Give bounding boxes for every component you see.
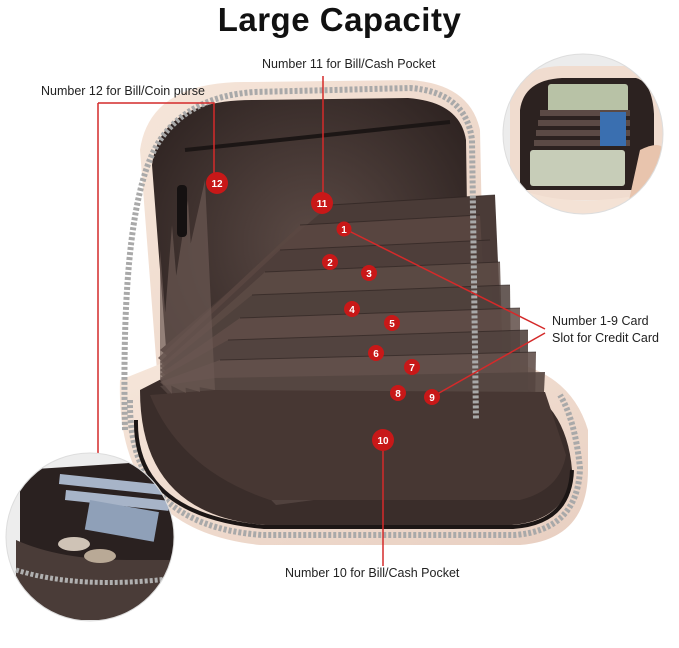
label-purse-12: Number 12 for Bill/Coin purse xyxy=(41,84,205,98)
label-cards-line2: Slot for Credit Card xyxy=(552,331,659,345)
marker-8: 8 xyxy=(390,385,406,401)
outer-zipper xyxy=(121,84,479,431)
marker-label: 7 xyxy=(409,363,415,374)
marker-label: 5 xyxy=(389,319,395,330)
marker-label: 11 xyxy=(317,199,328,210)
marker-3: 3 xyxy=(361,265,377,281)
marker-label: 3 xyxy=(366,269,372,280)
marker-4: 4 xyxy=(344,301,360,317)
marker-9: 9 xyxy=(424,389,440,405)
marker-label: 8 xyxy=(395,389,401,400)
marker-7: 7 xyxy=(404,359,420,375)
label-cards-line1: Number 1-9 Card xyxy=(552,314,649,328)
marker-label: 12 xyxy=(211,179,223,190)
marker-6: 6 xyxy=(368,345,384,361)
marker-label: 10 xyxy=(377,436,389,447)
inset-cash-photo xyxy=(502,53,664,215)
marker-12: 12 xyxy=(206,172,228,194)
marker-label: 6 xyxy=(373,349,379,360)
marker-5: 5 xyxy=(384,315,400,331)
leader-lines xyxy=(97,76,546,566)
marker-label: 4 xyxy=(349,305,355,316)
card-slots xyxy=(150,180,566,505)
marker-11: 11 xyxy=(311,192,333,214)
markers: 1 2 3 4 5 6 7 8 9 10 11 12 xyxy=(206,172,440,451)
front-pocket xyxy=(150,390,566,500)
purse-zip xyxy=(184,120,451,152)
label-pocket-10: Number 10 for Bill/Cash Pocket xyxy=(285,566,460,580)
marker-label: 2 xyxy=(327,258,333,269)
marker-1: 1 xyxy=(336,221,352,237)
marker-2: 2 xyxy=(322,254,338,270)
page-title: Large Capacity xyxy=(217,1,462,38)
label-pocket-11: Number 11 for Bill/Cash Pocket xyxy=(262,57,436,71)
accordion-pleats xyxy=(160,180,215,394)
leader-cards xyxy=(344,228,546,330)
leader-12 xyxy=(98,102,215,178)
leader-cards-2 xyxy=(431,332,546,398)
marker-label: 9 xyxy=(429,393,435,404)
wallet-main xyxy=(119,80,588,545)
marker-10: 10 xyxy=(372,429,394,451)
marker-label: 1 xyxy=(341,225,347,236)
zip-pull xyxy=(177,185,187,237)
inset-coin-photo xyxy=(5,452,175,622)
label-card-slots: Number 1-9 Card Slot for Credit Card xyxy=(552,313,679,347)
